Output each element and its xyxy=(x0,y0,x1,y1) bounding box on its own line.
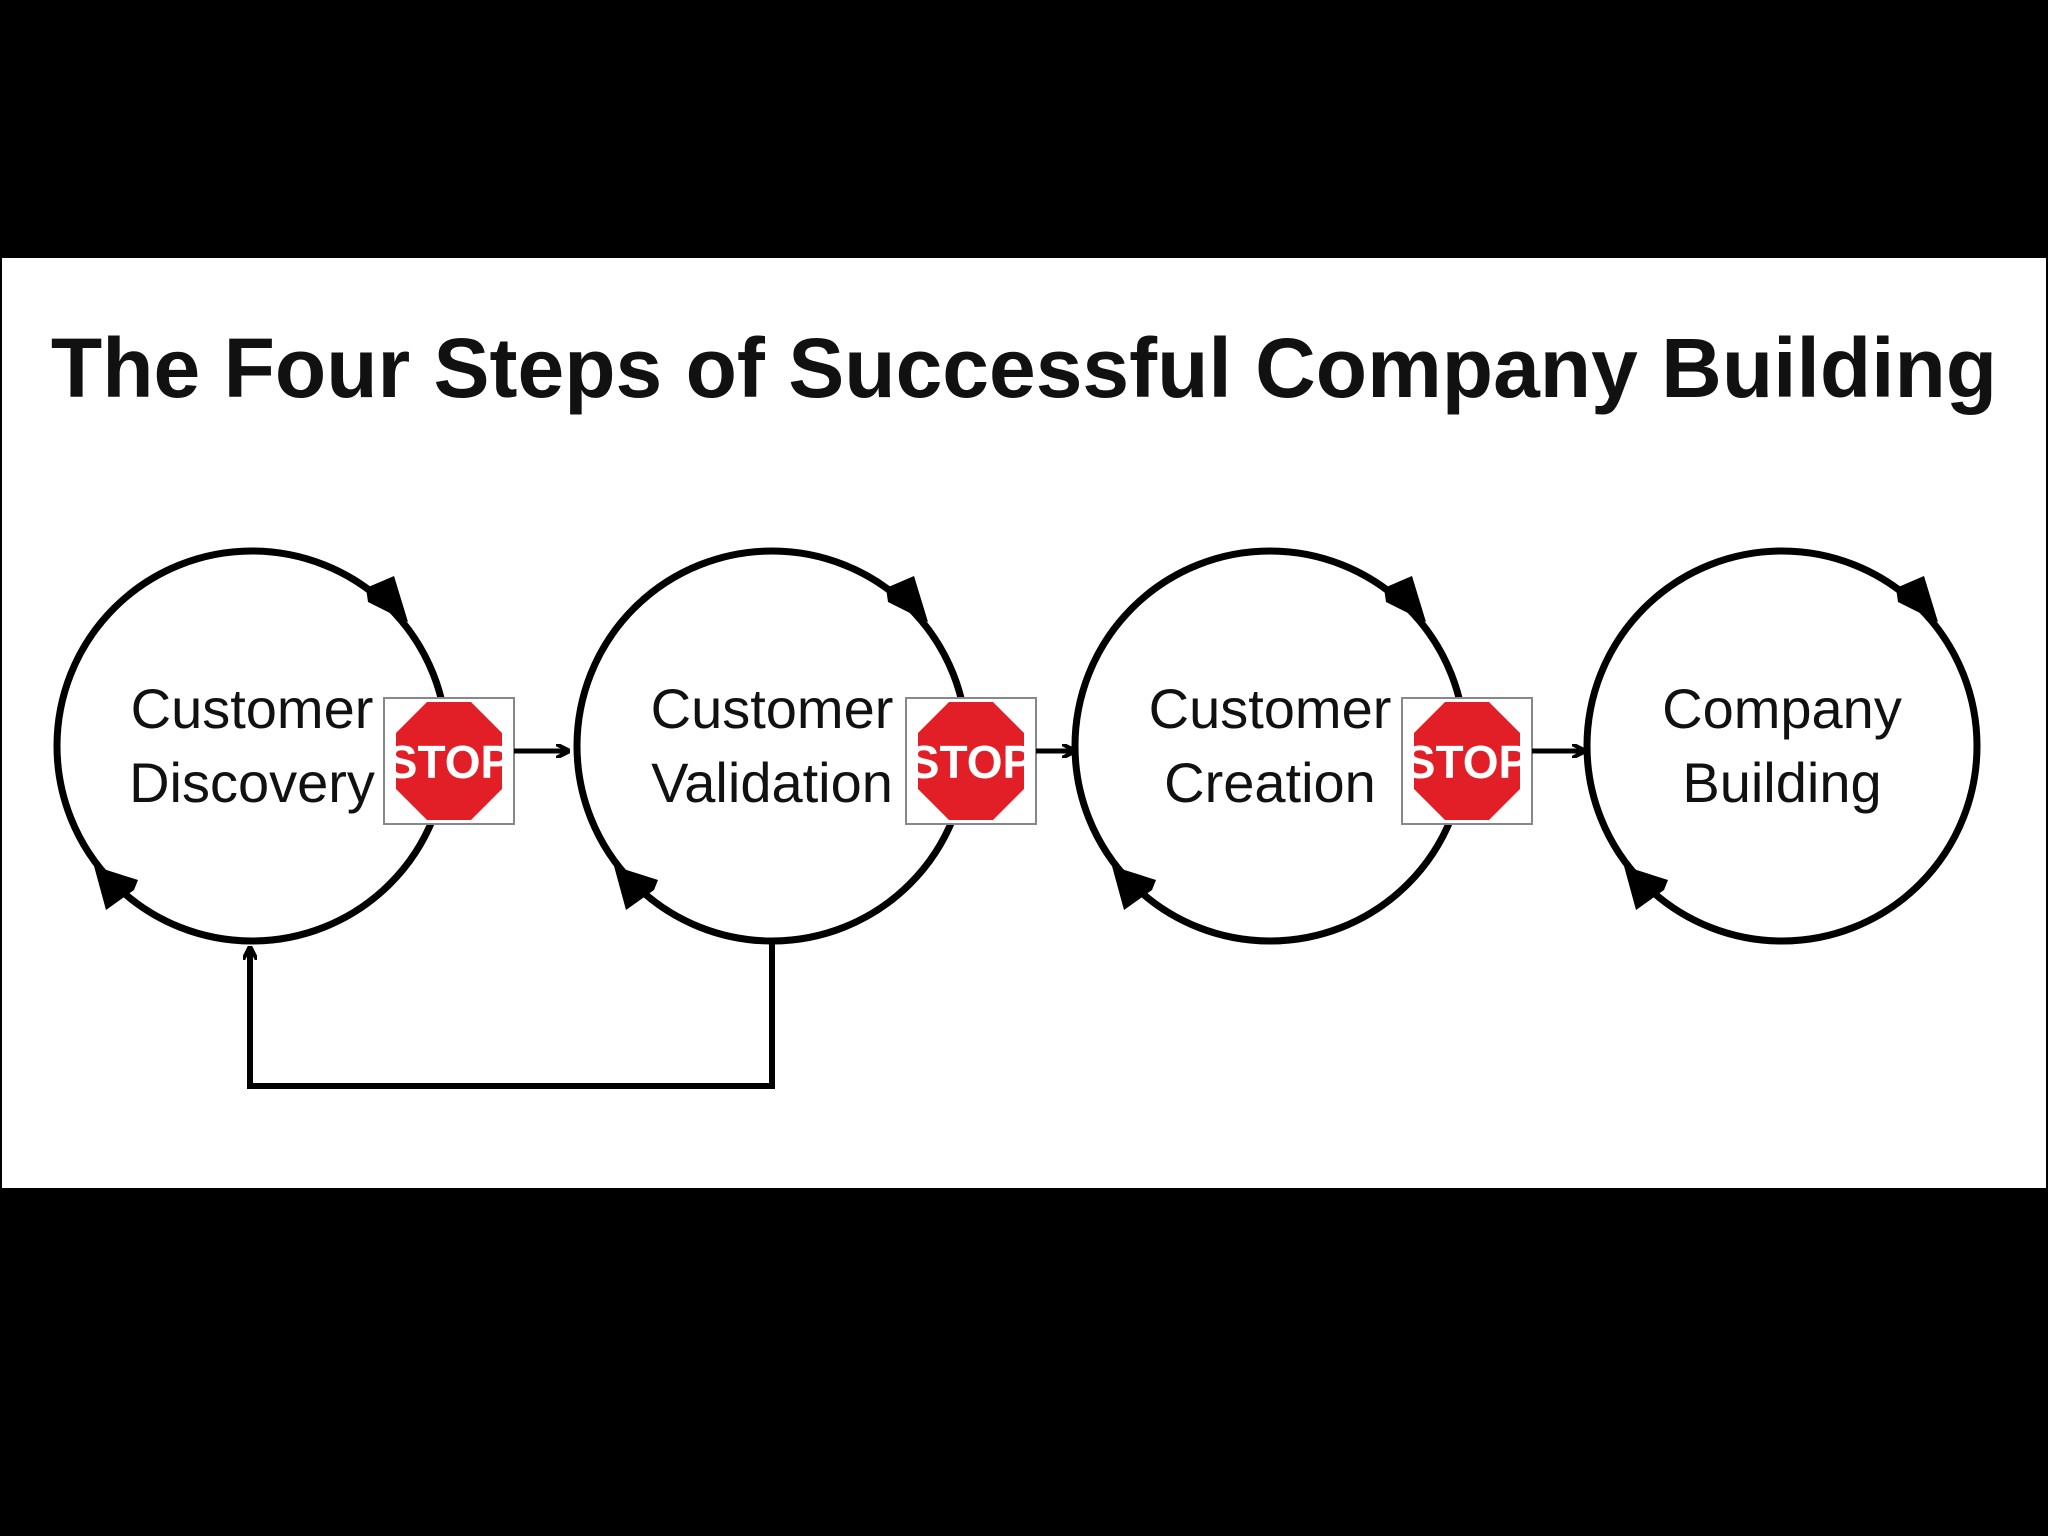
stage-label-line2: Validation xyxy=(651,751,893,814)
diagram-panel: The Four Steps of Successful Company Bui… xyxy=(2,258,2046,1188)
stop-sign-1: STOP xyxy=(383,697,515,825)
cycle-arrow-icon xyxy=(1624,866,1668,910)
stop-text: STOP xyxy=(909,736,1033,788)
stop-octagon-icon xyxy=(918,702,1024,820)
stage-label-line2: Building xyxy=(1682,751,1881,814)
stage-company-building: Company Building xyxy=(1583,547,1981,945)
stage-customer-validation: Customer Validation xyxy=(573,547,971,945)
feedback-loop-arrow xyxy=(250,941,775,1089)
stage-customer-discovery: Customer Discovery xyxy=(53,547,451,945)
stop-octagon-icon xyxy=(396,702,502,820)
stop-sign-3: STOP xyxy=(1401,697,1533,825)
stop-text: STOP xyxy=(1405,736,1529,788)
cycle-arrow-icon xyxy=(94,866,138,910)
stage-label-line2: Discovery xyxy=(129,751,375,814)
cycle-arrow-icon xyxy=(886,576,928,622)
stage-label-line1: Customer xyxy=(131,677,374,740)
cycle-circle xyxy=(1583,547,1981,945)
four-steps-diagram: Customer Discovery STOP Customer Validat… xyxy=(53,547,1981,1089)
stop-octagon-icon xyxy=(1414,702,1520,820)
stage-customer-creation: Customer Creation xyxy=(1071,547,1469,945)
cycle-arrow-icon xyxy=(1112,866,1156,910)
stop-sign-2: STOP xyxy=(905,697,1037,825)
stop-text: STOP xyxy=(387,736,511,788)
cycle-arrow-icon xyxy=(614,866,658,910)
diagram-title: The Four Steps of Successful Company Bui… xyxy=(50,321,1998,415)
cycle-arrow-icon xyxy=(1384,576,1426,622)
stage-label-line1: Customer xyxy=(651,677,894,740)
stage-label-line1: Customer xyxy=(1149,677,1392,740)
stage-label-line2: Creation xyxy=(1164,751,1376,814)
stage-label-line1: Company xyxy=(1662,677,1902,740)
cycle-arrow-icon xyxy=(1896,576,1938,622)
cycle-arrow-icon xyxy=(366,576,408,622)
